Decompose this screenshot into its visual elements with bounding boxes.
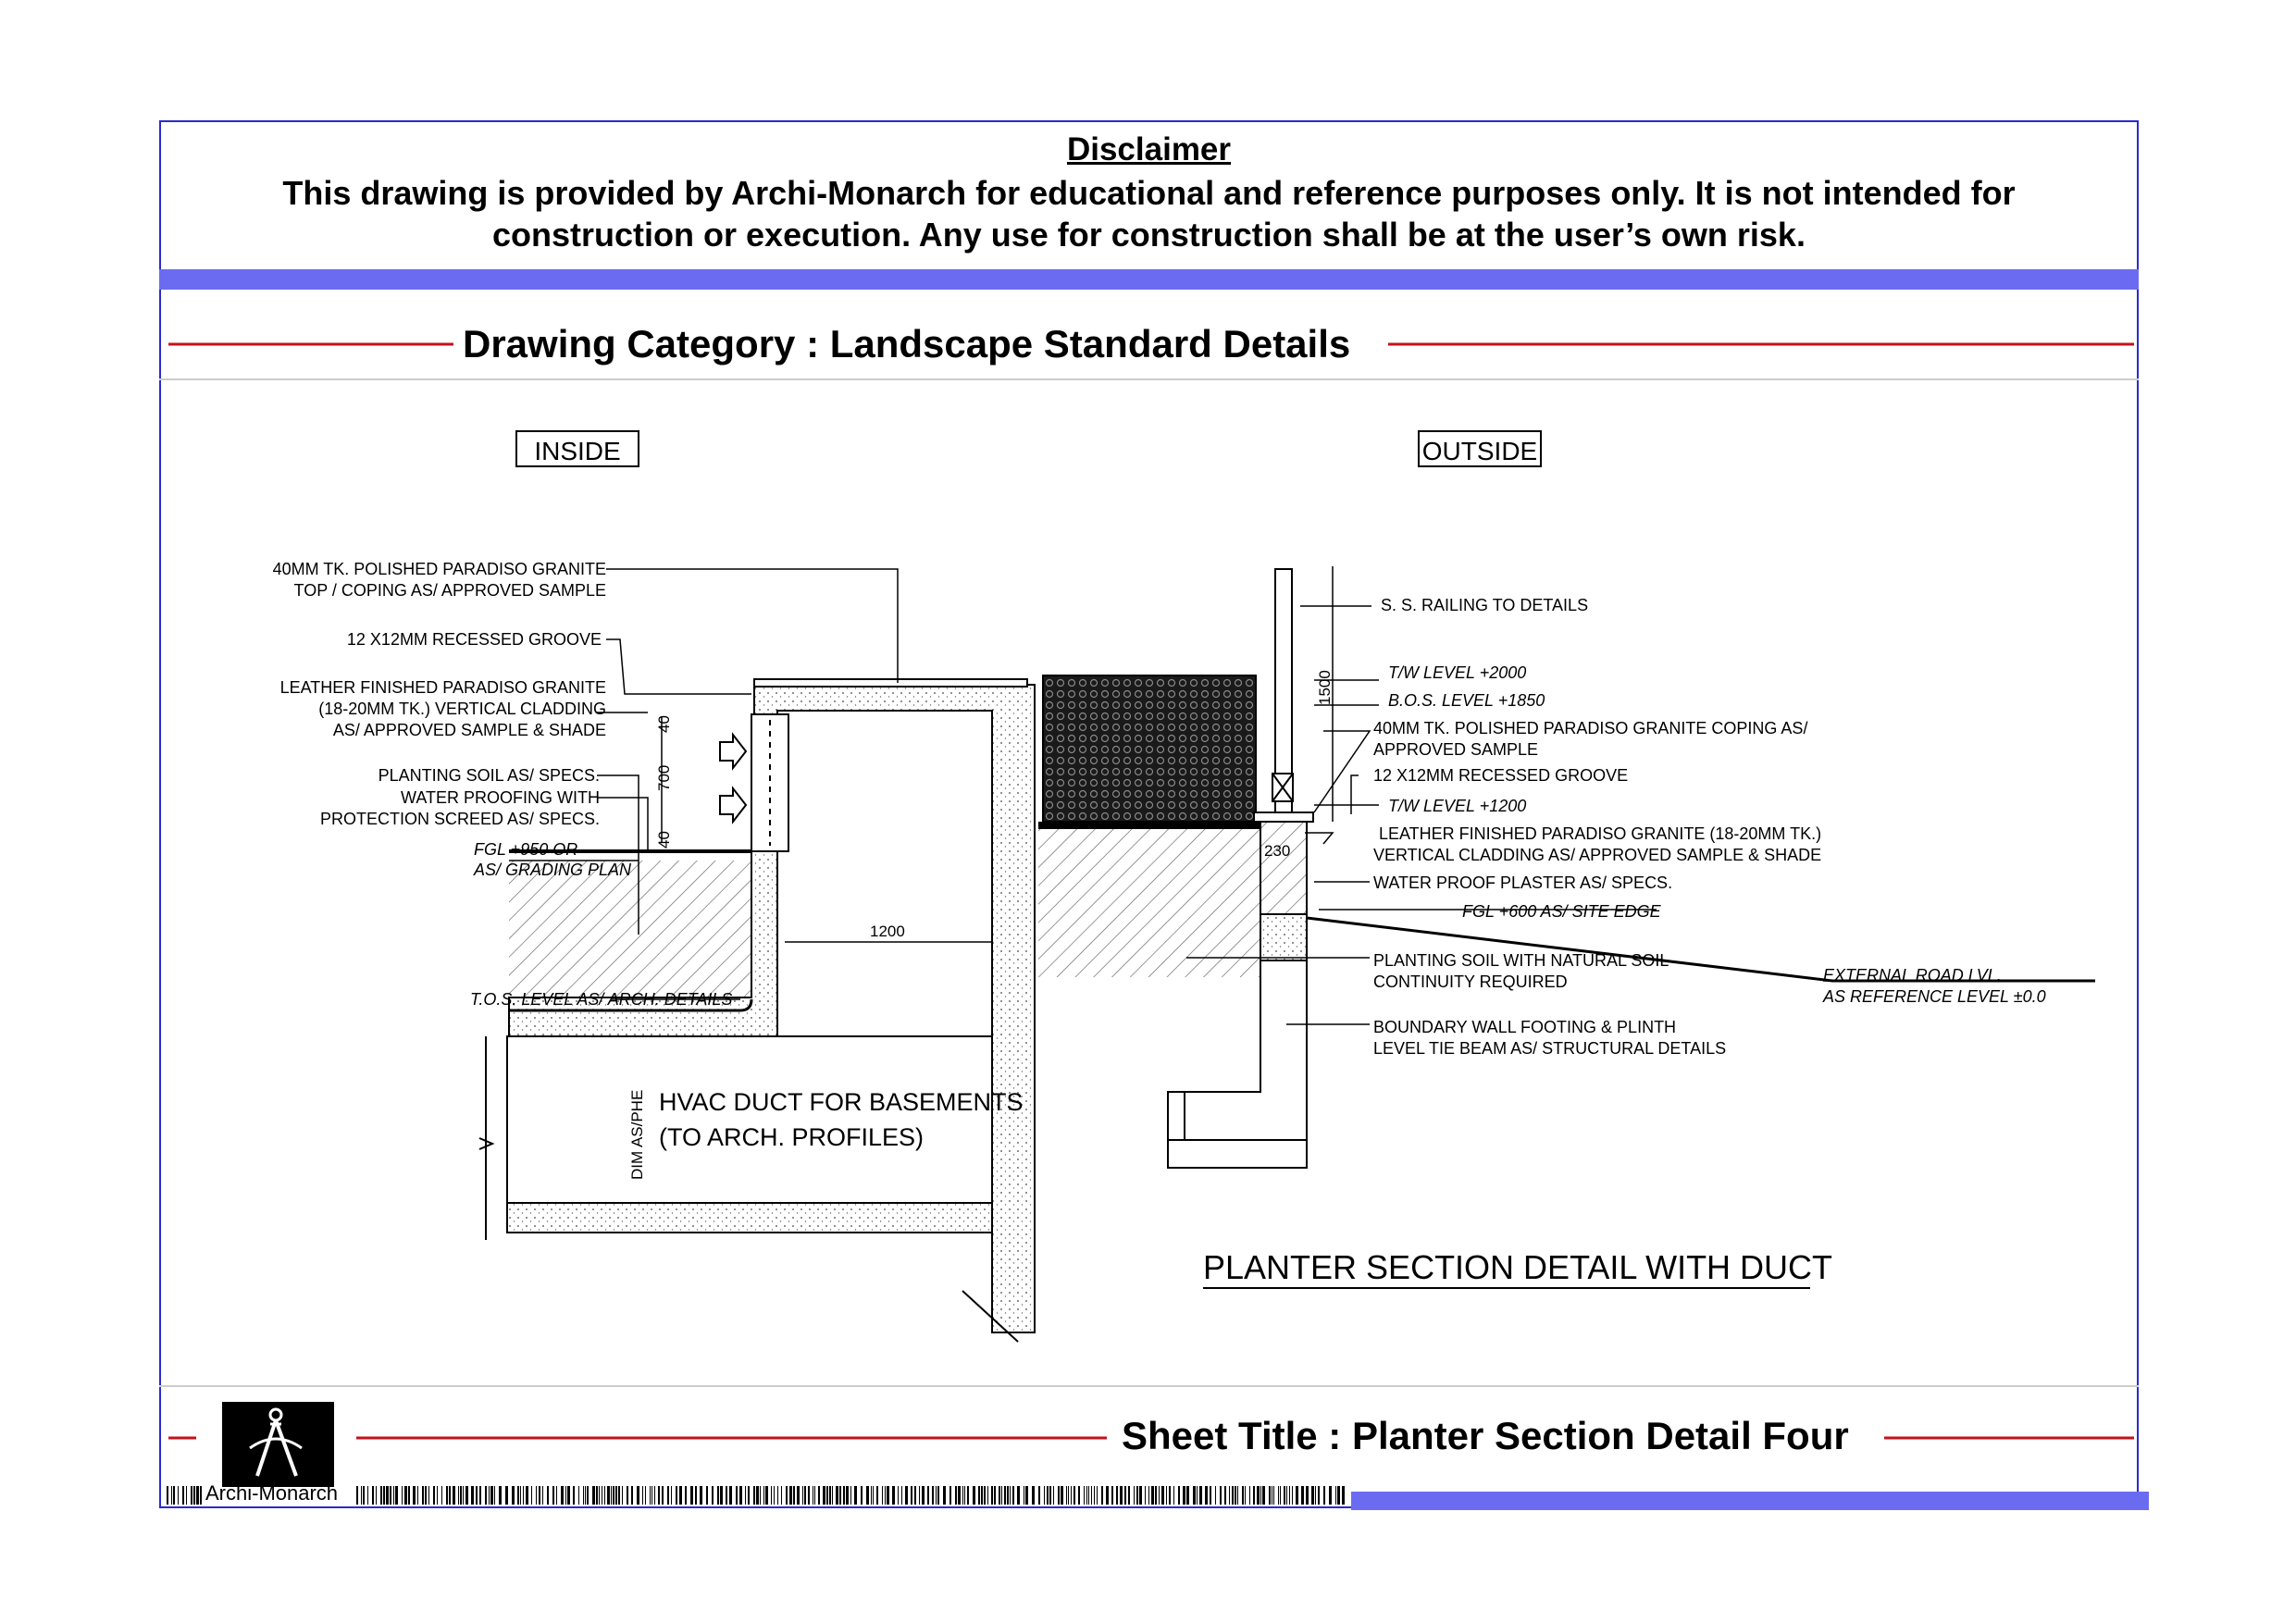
drawing-category: Drawing Category : Landscape Standard De…	[463, 322, 1351, 365]
label-fgl-950: FGL +950 OR	[474, 840, 577, 859]
label-coping-right-2: APPROVED SAMPLE	[1373, 740, 1538, 759]
outside-label: OUTSIDE	[1422, 437, 1537, 465]
disclaimer-text: This drawing is provided by Archi-Monarc…	[185, 172, 2113, 255]
label-waterproofing-2: PROTECTION SCREED AS/ SPECS.	[320, 810, 600, 828]
duct-wall	[753, 684, 1036, 1333]
sheet-title: Sheet Title : Planter Section Detail Fou…	[1122, 1414, 1849, 1457]
dim-40-bottom: 40	[655, 831, 673, 849]
label-road-2: AS REFERENCE LEVEL ±0.0	[1822, 987, 2046, 1006]
label-granite-top-1: 40MM TK. POLISHED PARADISO GRANITE	[273, 560, 606, 578]
footing-steps	[1184, 999, 1261, 1140]
shrub-planting	[1042, 675, 1257, 823]
outside-box	[1418, 430, 1542, 467]
dim-1500: 1500	[1316, 670, 1334, 705]
label-cladding-1: LEATHER FINISHED PARADISO GRANITE	[280, 678, 606, 697]
inside-label: INSIDE	[534, 437, 620, 465]
label-groove-left: 12 X12MM RECESSED GROOVE	[347, 630, 602, 649]
logo	[222, 1402, 334, 1487]
label-ss-railing: S. S. RAILING TO DETAILS	[1381, 596, 1588, 614]
compass-logo-icon	[249, 1407, 303, 1477]
waterproof-membrane	[509, 998, 753, 1012]
top-band	[159, 269, 2139, 290]
disclaimer-title: Disclaimer	[1066, 131, 1232, 167]
barcode-left	[167, 1486, 202, 1505]
label-cladding-2: (18-20MM TK.) VERTICAL CLADDING	[318, 700, 606, 718]
label-waterproofing-1: WATER PROOFING WITH	[401, 788, 600, 807]
duct-void	[506, 1035, 993, 1204]
label-tw-2000: T/W LEVEL +2000	[1388, 663, 1526, 682]
drawing-title: PLANTER SECTION DETAIL WITH DUCT	[1203, 1248, 1832, 1286]
sheet-frame	[159, 120, 2139, 1508]
soil-top-line	[1038, 822, 1260, 829]
dim-40-top: 40	[655, 715, 673, 733]
arrow-icon-lower	[719, 786, 748, 824]
label-waterproof-plaster: WATER PROOF PLASTER AS/ SPECS.	[1373, 873, 1672, 892]
label-fgl-600: FGL +600 AS/ SITE EDGE	[1462, 902, 1662, 921]
railing-plate-cross-b	[1272, 773, 1294, 802]
coping-left	[753, 678, 1028, 688]
label-granite-top-2: TOP / COPING AS/ APPROVED SAMPLE	[294, 581, 606, 600]
coping-right	[1253, 812, 1314, 823]
label-planting-soil-right-1: PLANTING SOIL WITH NATURAL SOIL	[1373, 951, 1669, 970]
label-road-1: EXTERNAL ROAD LVL.	[1823, 966, 2002, 985]
footing-stem	[1167, 960, 1308, 1141]
break-line	[962, 1290, 1019, 1343]
duct-label-1: HVAC DUCT FOR BASEMENTS	[659, 1088, 1024, 1116]
disclaimer-line-1: This drawing is provided by Archi-Monarc…	[282, 174, 2016, 212]
dim-700: 700	[655, 765, 673, 791]
duct-bottom-slab	[506, 1202, 993, 1233]
footing-base	[1167, 1139, 1308, 1169]
left-leaders	[509, 568, 992, 1000]
plinth-beam	[1260, 913, 1308, 961]
dim-1200: 1200	[870, 923, 905, 940]
label-coping-right-1: 40MM TK. POLISHED PARADISO GRANITE COPIN…	[1373, 719, 1807, 737]
planter-soil-left	[509, 861, 751, 997]
planter-soil-right	[1038, 829, 1260, 977]
label-footing-2: LEVEL TIE BEAM AS/ STRUCTURAL DETAILS	[1373, 1039, 1726, 1058]
label-bos-1850: B.O.S. LEVEL +1850	[1388, 691, 1545, 710]
label-groove-right: 12 X12MM RECESSED GROOVE	[1373, 766, 1628, 785]
label-footing-1: BOUNDARY WALL FOOTING & PLINTH	[1373, 1018, 1676, 1036]
label-planting-soil: PLANTING SOIL AS/ SPECS.	[379, 766, 600, 785]
right-leaders	[1186, 605, 2095, 1025]
duct-label-2: (TO ARCH. PROFILES)	[659, 1123, 924, 1151]
label-grading-plan: AS/ GRADING PLAN	[473, 861, 632, 879]
label-tos-level: T.O.S. LEVEL AS/ ARCH. DETAILS	[470, 990, 732, 1009]
inside-box	[515, 430, 639, 467]
bottom-band	[1351, 1492, 2149, 1510]
brand-name: Archi-Monarch	[205, 1481, 339, 1505]
label-tw-1200: T/W LEVEL +1200	[1388, 797, 1526, 815]
dim-230: 230	[1264, 842, 1290, 860]
label-cladding-right-2: VERTICAL CLADDING AS/ APPROVED SAMPLE & …	[1373, 846, 1821, 864]
boundary-wall	[1260, 821, 1308, 915]
label-planting-soil-right-2: CONTINUITY REQUIRED	[1373, 973, 1568, 991]
break-mark-left	[478, 1137, 495, 1150]
vertical-cladding	[751, 713, 789, 852]
dim-phe: DIM AS/PHE	[628, 1090, 646, 1180]
barcode-right	[356, 1486, 1345, 1505]
ss-railing	[1274, 568, 1293, 813]
arrow-icon-upper	[719, 732, 748, 771]
label-cladding-3: AS/ APPROVED SAMPLE & SHADE	[333, 721, 606, 739]
label-cladding-right-1: LEATHER FINISHED PARADISO GRANITE (18-20…	[1379, 824, 1821, 843]
disclaimer-line-2: construction or execution. Any use for c…	[492, 216, 1806, 254]
